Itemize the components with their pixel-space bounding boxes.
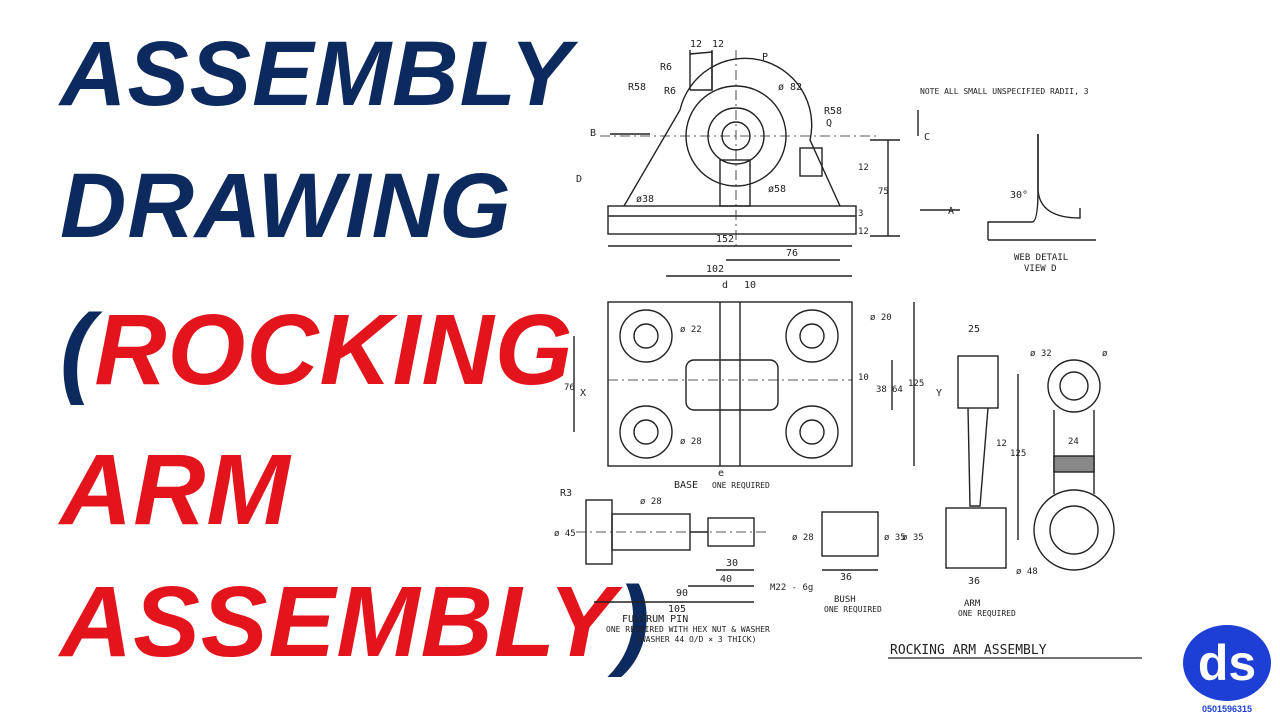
dim-105: 105: [668, 604, 686, 615]
ds-logo: ds 0501596315: [1183, 625, 1271, 714]
dim-d20: ø 20: [870, 313, 892, 323]
title-line-assembly: ASSEMBLY: [60, 23, 573, 125]
dim-d35-arm: ø 35: [902, 533, 924, 543]
note-radii: NOTE ALL SMALL UNSPECIFIED RADII, 3: [920, 87, 1089, 96]
dim-10a: 10: [744, 280, 756, 291]
base-label: BASE: [674, 480, 698, 491]
label-d-small: d: [722, 280, 728, 291]
web-detail-view: [987, 134, 1096, 241]
assembly-title: ROCKING ARM ASSEMBLY: [890, 643, 1047, 658]
dim-64: 64: [892, 385, 903, 395]
dim-125: 125: [908, 379, 924, 389]
dim-d32: ø 32: [1030, 349, 1052, 359]
dim-12d: 12: [858, 227, 869, 237]
dim-d22: ø 22: [680, 325, 702, 335]
fulcrum-required: ONE REQUIRED WITH HEX NUT & WASHER: [606, 625, 770, 634]
dim-d58: ø58: [768, 184, 786, 195]
dim-m22: M22 - 6g: [770, 583, 813, 593]
dim-10b: 10: [858, 373, 869, 383]
title-line-arm: ARM: [60, 434, 291, 546]
dim-38: 38: [876, 385, 887, 395]
label-x: X: [580, 388, 586, 399]
dim-r3: R3: [560, 488, 572, 499]
dim-125-arm: 125: [1010, 449, 1026, 459]
dim-12b: 12: [712, 39, 724, 50]
dim-d35-bush: ø 35: [884, 533, 906, 543]
base-plan-view: [573, 245, 915, 467]
label-b: B: [590, 128, 596, 139]
title-word-assembly: ASSEMBLY: [60, 566, 617, 678]
dim-r6b: R6: [664, 86, 676, 97]
fulcrum-label: FULCRUM PIN: [622, 614, 688, 625]
arm-views: [945, 355, 1115, 571]
logo-blob: [1183, 625, 1271, 701]
web-angle: 30°: [1010, 190, 1028, 201]
pin-bush-views: [576, 499, 879, 603]
base-required: ONE REQUIRED: [712, 481, 770, 490]
label-d: D: [576, 174, 582, 185]
dim-d45: ø 45: [554, 529, 576, 539]
dim-12c: 12: [858, 163, 869, 173]
arm-label: ARM: [964, 599, 981, 609]
arm-required: ONE REQUIRED: [958, 609, 1016, 618]
dim-12-arm: 12: [996, 439, 1007, 449]
bush-required: ONE REQUIRED: [824, 605, 882, 614]
dim-d28-bush: ø 28: [792, 533, 814, 543]
title-line-drawing: DRAWING: [60, 155, 512, 257]
web-detail-view-label: VIEW D: [1024, 264, 1057, 274]
close-paren: ): [616, 566, 651, 678]
label-a: A: [948, 206, 954, 217]
dim-d-arm: ø: [1102, 349, 1108, 359]
dim-75: 75: [878, 187, 889, 197]
front-view: [600, 50, 960, 246]
dim-r6a: R6: [660, 62, 672, 73]
dim-d28: ø 28: [680, 437, 702, 447]
dim-3: 3: [858, 209, 863, 219]
dim-76b: 76: [564, 383, 575, 393]
dim-q: Q: [826, 118, 832, 129]
bush-label: BUSH: [834, 595, 856, 605]
pin-bush-labels: R3 ø 28 ø 45 30 40 90 105 M22 - 6g ø 28 …: [554, 488, 1047, 658]
dim-40: 40: [720, 574, 732, 585]
label-e: e: [718, 468, 724, 479]
dim-25: 25: [968, 324, 980, 335]
web-detail-label: WEB DETAIL: [1014, 253, 1068, 263]
dim-24: 24: [1068, 437, 1079, 447]
base-labels: 152 102 76 d 10 ø 22 ø 20 76 X Y 10 38 6…: [564, 234, 942, 491]
dim-d38: ø38: [636, 194, 654, 205]
logo-letters: ds: [1198, 635, 1256, 691]
dim-36-bush: 36: [840, 572, 852, 583]
dim-152: 152: [716, 234, 734, 245]
front-view-labels: 12 12 P R6 R58 R6 ø 82 R58 Q B C D A ø58…: [576, 39, 1089, 237]
dim-r58b: R58: [824, 106, 842, 117]
arm-labels: 25 12 125 ø 32 ø 24 ø 48 36 ARM ONE REQU…: [958, 324, 1108, 618]
logo-number: 0501596315: [1202, 704, 1252, 714]
dim-90: 90: [676, 588, 688, 599]
title-line-rocking: (ROCKING: [60, 300, 580, 400]
label-y: Y: [936, 388, 942, 399]
dim-d28-pin: ø 28: [640, 497, 662, 507]
dim-36-arm: 36: [968, 576, 980, 587]
title-line-assembly-2: ASSEMBLY): [60, 572, 650, 672]
fulcrum-washer: (WASHER 44 O/D × 3 THICK): [636, 635, 756, 644]
dim-p: P: [762, 52, 768, 63]
dim-r58a: R58: [628, 82, 646, 93]
dim-102: 102: [706, 264, 724, 275]
dim-d82: ø 82: [778, 82, 802, 93]
dim-76a: 76: [786, 248, 798, 259]
label-c: C: [924, 132, 930, 143]
title-word-rocking: ROCKING: [94, 294, 574, 406]
open-paren: (: [60, 294, 95, 406]
dim-d48: ø 48: [1016, 567, 1038, 577]
dim-30: 30: [726, 558, 738, 569]
engineering-drawing: 12 12 P R6 R58 R6 ø 82 R58 Q B C D A ø58…: [554, 39, 1142, 659]
dim-12a: 12: [690, 39, 702, 50]
